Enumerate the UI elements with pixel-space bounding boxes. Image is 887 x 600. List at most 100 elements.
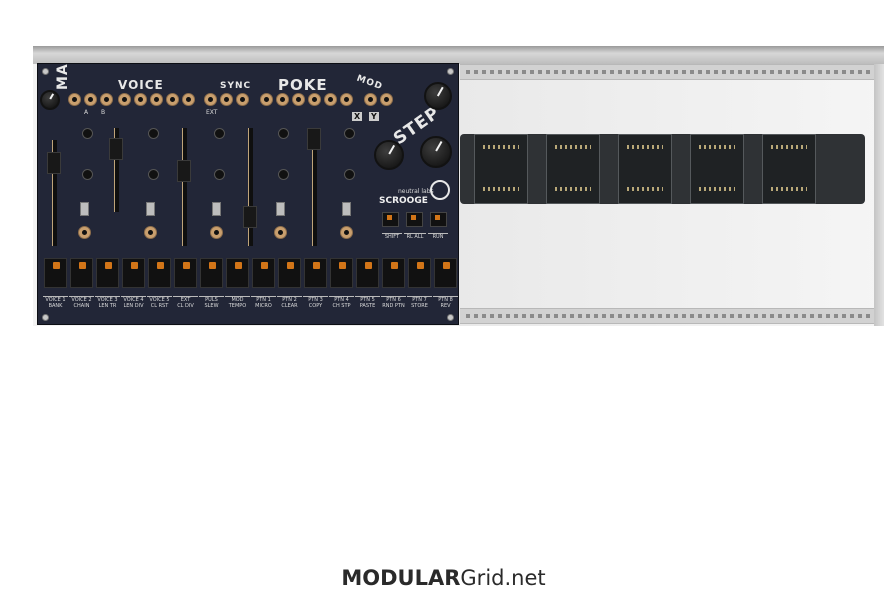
step-button-1[interactable] xyxy=(44,258,67,288)
small-knob[interactable] xyxy=(148,128,159,139)
rack-end-panel xyxy=(874,64,884,326)
voice-fader[interactable] xyxy=(307,128,321,150)
poke-jack[interactable] xyxy=(292,93,305,106)
voice-fader[interactable] xyxy=(109,138,123,160)
sync-title: SYNC xyxy=(220,81,252,91)
step-button-14[interactable] xyxy=(382,258,405,288)
small-knob[interactable] xyxy=(278,128,289,139)
toggle-switch[interactable] xyxy=(212,202,221,216)
cv-jack[interactable] xyxy=(144,226,157,239)
poke-jack[interactable] xyxy=(308,93,321,106)
toggle-switch[interactable] xyxy=(146,202,155,216)
poke-jack[interactable] xyxy=(260,93,273,106)
rl-all-button[interactable] xyxy=(406,212,423,227)
voice-fader[interactable] xyxy=(243,206,257,228)
brand-bold: MODULAR xyxy=(341,566,461,590)
cv-jack[interactable] xyxy=(210,226,223,239)
small-knob[interactable] xyxy=(344,169,355,180)
poke-jack[interactable] xyxy=(340,93,353,106)
step-button-11[interactable] xyxy=(304,258,327,288)
main-out-jack[interactable] xyxy=(68,93,81,106)
poke-jack[interactable] xyxy=(324,93,337,106)
voice-title: VOICE xyxy=(118,78,164,92)
cv-jack[interactable] xyxy=(78,226,91,239)
modulargrid-brand: MODULARGrid.net xyxy=(0,566,887,590)
rack-rail-top xyxy=(460,64,884,80)
shift-button[interactable] xyxy=(382,212,399,227)
toggle-switch[interactable] xyxy=(342,202,351,216)
step-button-2[interactable] xyxy=(70,258,93,288)
voice-jack[interactable] xyxy=(182,93,195,106)
bus-connector xyxy=(618,134,672,204)
step-button-7[interactable] xyxy=(200,258,223,288)
bus-connector xyxy=(546,134,600,204)
sync-jack[interactable] xyxy=(204,93,217,106)
toggle-switch[interactable] xyxy=(80,202,89,216)
slider-track xyxy=(248,128,253,246)
output-b-label: B xyxy=(101,109,106,116)
small-knob[interactable] xyxy=(82,169,93,180)
step-button-12[interactable] xyxy=(330,258,353,288)
small-knob[interactable] xyxy=(344,128,355,139)
voice-fader[interactable] xyxy=(177,160,191,182)
output-a-label: A xyxy=(84,109,89,116)
small-knob[interactable] xyxy=(148,169,159,180)
voice-jack[interactable] xyxy=(118,93,131,106)
cv-jack[interactable] xyxy=(340,226,353,239)
small-knob[interactable] xyxy=(214,169,225,180)
poke-title: POKE xyxy=(278,76,328,94)
slider-track xyxy=(312,128,317,246)
step-button-6[interactable] xyxy=(174,258,197,288)
slider-track xyxy=(52,140,57,246)
voice-jack[interactable] xyxy=(150,93,163,106)
step-button-5[interactable] xyxy=(148,258,171,288)
voice-jack[interactable] xyxy=(134,93,147,106)
step-button-3[interactable] xyxy=(96,258,119,288)
small-knob[interactable] xyxy=(278,169,289,180)
step-button-10[interactable] xyxy=(278,258,301,288)
cv-jack[interactable] xyxy=(274,226,287,239)
small-knob[interactable] xyxy=(82,128,93,139)
rack-rail-bottom xyxy=(460,308,884,324)
toggle-switch[interactable] xyxy=(276,202,285,216)
step-knob[interactable] xyxy=(374,140,404,170)
jack[interactable] xyxy=(100,93,113,106)
slider-track xyxy=(114,128,119,212)
step-button-15[interactable] xyxy=(408,258,431,288)
mod-jack[interactable] xyxy=(380,93,393,106)
run-button[interactable] xyxy=(430,212,447,227)
poke-jack[interactable] xyxy=(276,93,289,106)
step-button-13[interactable] xyxy=(356,258,379,288)
shift-label: SHIFT xyxy=(382,233,402,240)
step-button-16[interactable] xyxy=(434,258,457,288)
scrooge-module[interactable]: MAIN VOICE SYNC POKE MOD STEP A B EXT X … xyxy=(37,63,459,325)
sync-jack[interactable] xyxy=(236,93,249,106)
jack[interactable] xyxy=(84,93,97,106)
sync-jack[interactable] xyxy=(220,93,233,106)
step-button-4[interactable] xyxy=(122,258,145,288)
mod-jack[interactable] xyxy=(364,93,377,106)
main-volume-knob[interactable] xyxy=(40,90,60,110)
neutral-labs-logo xyxy=(430,180,450,200)
voice-jack[interactable] xyxy=(166,93,179,106)
small-knob[interactable] xyxy=(214,128,225,139)
mod-knob[interactable] xyxy=(424,82,452,110)
voice-fader[interactable] xyxy=(47,152,61,174)
step-knob-2[interactable] xyxy=(420,136,452,168)
step-button-8[interactable] xyxy=(226,258,249,288)
step-button-9[interactable] xyxy=(252,258,275,288)
